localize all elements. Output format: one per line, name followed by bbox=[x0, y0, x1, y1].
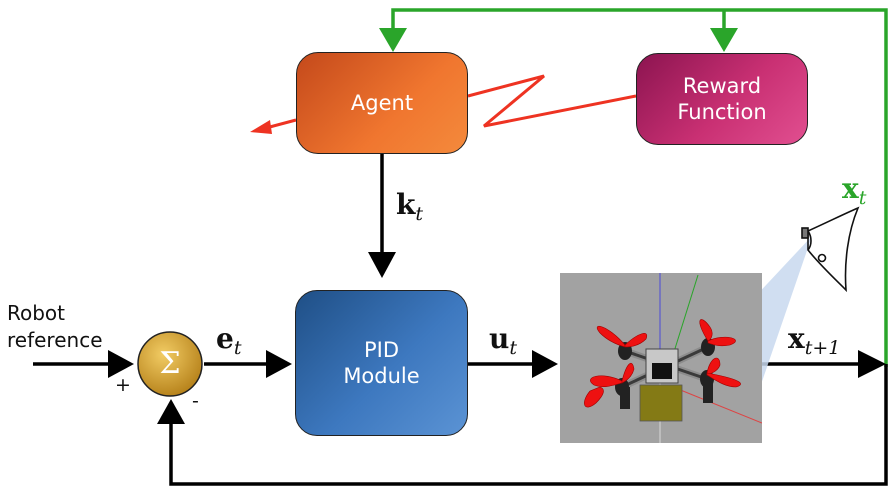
action-output-line bbox=[265, 118, 297, 130]
error-label: et bbox=[216, 322, 242, 359]
action-output-arrowhead bbox=[250, 120, 272, 134]
reference-arrowhead bbox=[108, 350, 134, 378]
gain-arrowhead bbox=[368, 252, 396, 278]
camera-icon bbox=[801, 206, 860, 293]
reward-label-line-1: Reward bbox=[682, 74, 762, 98]
state-feedback-line bbox=[391, 8, 888, 367]
plus-sign: + bbox=[115, 374, 131, 396]
pid-label-line-2: Module bbox=[343, 364, 420, 388]
reward-signal-line bbox=[467, 74, 637, 128]
camera-view-cone bbox=[752, 236, 812, 396]
control-arrowhead bbox=[532, 350, 558, 378]
summing-junction bbox=[137, 331, 203, 397]
reward-label-line-2: Function bbox=[677, 100, 767, 124]
reward-input-arrowhead bbox=[710, 28, 738, 52]
state-label: xt bbox=[842, 172, 867, 209]
pid-label-line-1: PID bbox=[363, 338, 400, 362]
drone-simulation-view bbox=[560, 273, 762, 443]
agent-block: Agent bbox=[296, 52, 468, 154]
agent-label: Agent bbox=[350, 91, 414, 115]
quadrotor-drone bbox=[560, 273, 762, 443]
robot-reference-label-line-2: reference bbox=[7, 328, 103, 352]
next-state-label: xt+1 bbox=[788, 322, 841, 359]
error-arrowhead bbox=[266, 350, 292, 378]
sum-symbol: Σ bbox=[159, 346, 181, 381]
minus-sign: - bbox=[192, 390, 199, 412]
pid-module-block: PID Module bbox=[295, 290, 468, 436]
gain-label: kt bbox=[396, 188, 424, 225]
feedback-arrowhead bbox=[157, 399, 185, 424]
robot-reference-label-line-1: Robot bbox=[7, 301, 66, 325]
agent-input-arrowhead bbox=[379, 28, 407, 52]
output-feedback-line bbox=[169, 364, 888, 486]
reward-function-block: Reward Function bbox=[636, 53, 808, 145]
output-arrowhead bbox=[858, 350, 886, 378]
control-label: ut bbox=[489, 322, 517, 359]
